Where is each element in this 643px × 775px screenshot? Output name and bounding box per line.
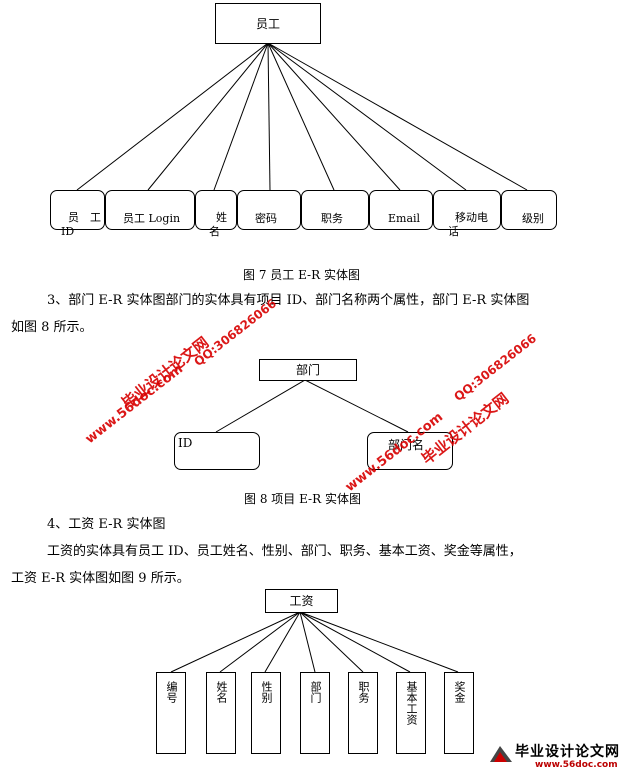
logo-name: 毕业设计论文网 <box>515 744 620 760</box>
attr-salary-bonus: 奖金 <box>444 672 474 754</box>
attr-salary-number: 编号 <box>156 672 186 754</box>
attr-employee-id: 员 工 ID <box>50 190 105 238</box>
entity-employee: 员工 <box>215 3 321 44</box>
entity-employee-label: 员工 <box>255 16 280 31</box>
attr-salary-position: 职务 <box>348 672 378 754</box>
attr-department-name: 部门名 <box>367 432 453 470</box>
paragraph-3-line1: 3、部门 E-R 实体图部门的实体具有项目 ID、部门名称两个属性，部门 E-R… <box>47 293 530 308</box>
entity-salary: 工资 <box>265 589 338 613</box>
entity-department: 部门 <box>259 359 357 381</box>
attr-employee-name: 姓 名 <box>195 190 237 238</box>
attr-salary-base-pay: 基本工资 <box>396 672 426 754</box>
attr-salary-gender: 性别 <box>251 672 281 754</box>
paragraph-4-line1: 工资的实体具有员工 ID、员工姓名、性别、部门、职务、基本工资、奖金等属性， <box>47 544 522 559</box>
attr-department-id: ID <box>174 432 260 470</box>
figure-7-caption: 图 7 员工 E-R 实体图 <box>243 268 360 282</box>
attr-employee-email: Email <box>369 190 433 230</box>
attr-salary-name: 姓名 <box>206 672 236 754</box>
attr-employee-login: 员工 Login <box>105 190 195 230</box>
logo-url: www.56doc.com <box>535 760 618 770</box>
attr-employee-password: 密码 <box>237 190 301 230</box>
attr-salary-department: 部门 <box>300 672 330 754</box>
logo-icon <box>490 746 512 762</box>
paragraph-3-line2: 如图 8 所示。 <box>11 320 93 335</box>
attr-employee-position: 职务 <box>301 190 369 230</box>
attr-employee-level: 级别 <box>501 190 557 230</box>
section-4-heading: 4、工资 E-R 实体图 <box>47 517 166 532</box>
paragraph-4-line2: 工资 E-R 实体图如图 9 所示。 <box>11 571 190 586</box>
figure-8-caption: 图 8 项目 E-R 实体图 <box>244 492 361 506</box>
attr-employee-mobile: 移动电 话 <box>433 190 501 238</box>
